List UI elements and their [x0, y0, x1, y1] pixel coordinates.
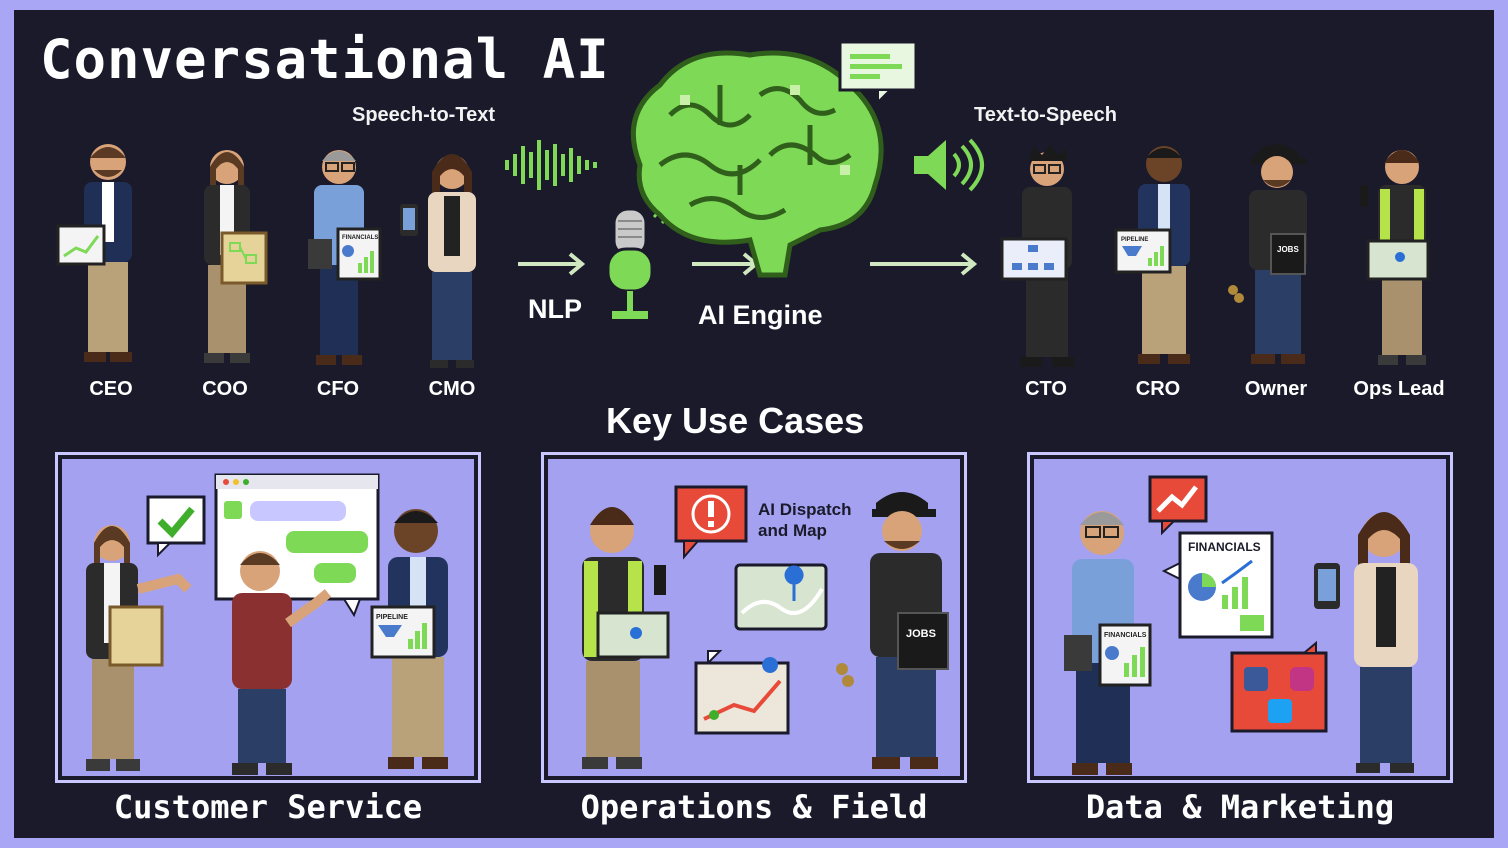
role-ops-lead: Ops Lead: [1353, 378, 1445, 400]
ai-dispatch-line2: and Map: [758, 521, 827, 540]
customer-service-panel: PIPELINE: [55, 452, 481, 783]
ai-dispatch-line1: AI Dispatch: [758, 500, 852, 519]
person-ops-lead: [1360, 150, 1430, 365]
chat-bubble-icon: [838, 40, 918, 105]
jobs-small-label: JOBS: [1277, 245, 1299, 254]
checkmark-bubble-icon: [146, 495, 206, 558]
operations-field-label: Operations & Field: [580, 788, 928, 826]
person-ops-lead-field: [582, 507, 670, 769]
person-cfo-data: FINANCIALS: [1064, 511, 1152, 775]
data-marketing-panel: FINANCIALS FINANCIALS: [1027, 452, 1453, 783]
role-ceo: CEO: [89, 378, 133, 400]
role-cfo: CFO: [316, 378, 360, 400]
financials-doc-title: FINANCIALS: [1188, 540, 1261, 554]
person-cro: PIPELINE: [1114, 146, 1190, 364]
text-to-speech-label: Text-to-Speech: [974, 104, 1117, 126]
key-use-cases-heading: Key Use Cases: [606, 400, 865, 441]
person-coo: [204, 150, 268, 363]
jobs-panel-label: JOBS: [906, 628, 936, 640]
customer-service-label: Customer Service: [113, 788, 423, 826]
alert-bubble-icon: [674, 485, 748, 560]
speech-to-text-label: Speech-to-Text: [352, 104, 495, 126]
role-cto: CTO: [1025, 378, 1067, 400]
person-cfo: FINANCIALS: [308, 150, 382, 365]
sound-wave-icon: [505, 140, 597, 190]
role-coo: COO: [202, 378, 248, 400]
instagram-icon: [1290, 667, 1314, 691]
person-owner: JOBS: [1228, 144, 1307, 364]
nlp-label: NLP: [528, 294, 582, 324]
pipeline-small-label: PIPELINE: [1121, 237, 1148, 243]
trend-chart-bubble-icon: [1148, 475, 1208, 536]
speaker-icon: [914, 138, 984, 192]
brain-icon: [630, 50, 884, 278]
map-card-icon: [734, 563, 828, 631]
operations-field-panel: AI Dispatch and Map JOBS: [541, 452, 967, 783]
route-map-icon: [694, 650, 790, 735]
financials-panel-small-label: FINANCIALS: [1104, 632, 1147, 639]
financials-small-label: FINANCIALS: [342, 235, 378, 241]
financials-report-icon: FINANCIALS: [1161, 531, 1274, 639]
person-cmo: [400, 154, 476, 368]
twitter-icon: [1268, 699, 1292, 723]
ai-dispatch-callout: AI Dispatch and Map: [758, 499, 852, 541]
role-cro: CRO: [1135, 378, 1181, 400]
person-ceo: [56, 144, 132, 362]
person-cto: [1000, 145, 1074, 367]
role-cmo: CMO: [428, 378, 476, 400]
person-owner-field: JOBS: [836, 492, 949, 769]
person-cro-service: PIPELINE: [370, 509, 448, 769]
data-marketing-label: Data & Marketing: [1085, 788, 1395, 826]
ai-engine-label: AI Engine: [698, 300, 823, 330]
page-title: Conversational AI: [40, 28, 610, 91]
pipeline-panel-label: PIPELINE: [376, 614, 408, 621]
social-media-bubble-icon: [1230, 640, 1328, 733]
person-customer: [232, 551, 332, 775]
person-coo-service: [86, 525, 192, 771]
person-cmo-data: [1314, 512, 1418, 773]
role-owner: Owner: [1244, 378, 1308, 400]
facebook-icon: [1244, 667, 1268, 691]
